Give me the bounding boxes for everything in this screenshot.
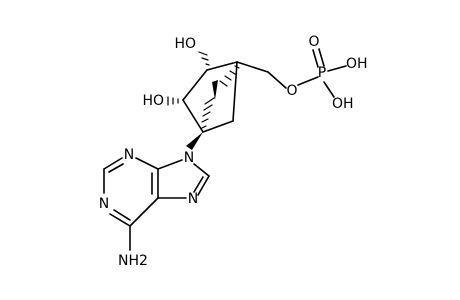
bond-n1-c6 — [109, 213, 131, 227]
bond-c3-c4 — [206, 61, 238, 71]
bond-c4-n3 — [135, 157, 159, 170]
bond-p-o-double-2 — [318, 48, 325, 67]
bond-c8-n7-inner — [193, 176, 204, 193]
bond-c6-c5 — [129, 197, 159, 227]
bond-c4-c5 — [236, 61, 269, 73]
bonds — [103, 48, 347, 251]
hashed-bond-c2-oh — [167, 96, 179, 106]
bond-n3-c2-inner — [108, 163, 124, 173]
atom-nh2: NH2 — [118, 253, 148, 269]
bond-c1-c6 — [202, 120, 234, 133]
hashed-bridge-c1 — [201, 97, 215, 129]
bond-c8-n7 — [197, 175, 210, 196]
atom-n1: N — [99, 196, 109, 212]
atom-ho-top: HO — [174, 36, 196, 52]
hashed-bond-c3-oh — [198, 51, 210, 66]
atom-oh-lower: OH — [332, 96, 354, 112]
bond-p-oh-upper — [327, 65, 347, 72]
hashed-bridge-c4 — [219, 65, 240, 87]
atom-oh-upper: OH — [346, 56, 368, 72]
bond-o-p — [297, 76, 319, 86]
atom-ho-left: HO — [142, 93, 164, 109]
bond-c4-n9 — [157, 159, 183, 170]
bond-p-o-double-1 — [312, 49, 319, 68]
bond-n3-c2 — [103, 157, 123, 170]
atom-o-ester: O — [286, 83, 297, 99]
bond-c2-c1 — [182, 99, 204, 133]
wedge-c1-n9 — [186, 132, 203, 150]
bond-c6-c4 — [232, 61, 238, 122]
atom-labels: HO HO O P O OH OH N N N N NH2 — [99, 34, 368, 269]
bridge-wedge — [212, 80, 218, 100]
atom-o-oxo: O — [308, 34, 319, 50]
atom-n9: N — [184, 150, 194, 166]
bond-p-oh-lower — [323, 81, 335, 98]
bond-c5-o — [267, 71, 287, 89]
bond-n1-c6-inner — [113, 209, 131, 221]
bond-c3-c2 — [182, 69, 208, 101]
atom-n3: N — [124, 147, 134, 163]
atom-n7: N — [188, 191, 198, 207]
atom-p: P — [318, 65, 326, 81]
bond-n9-c8 — [193, 163, 210, 177]
